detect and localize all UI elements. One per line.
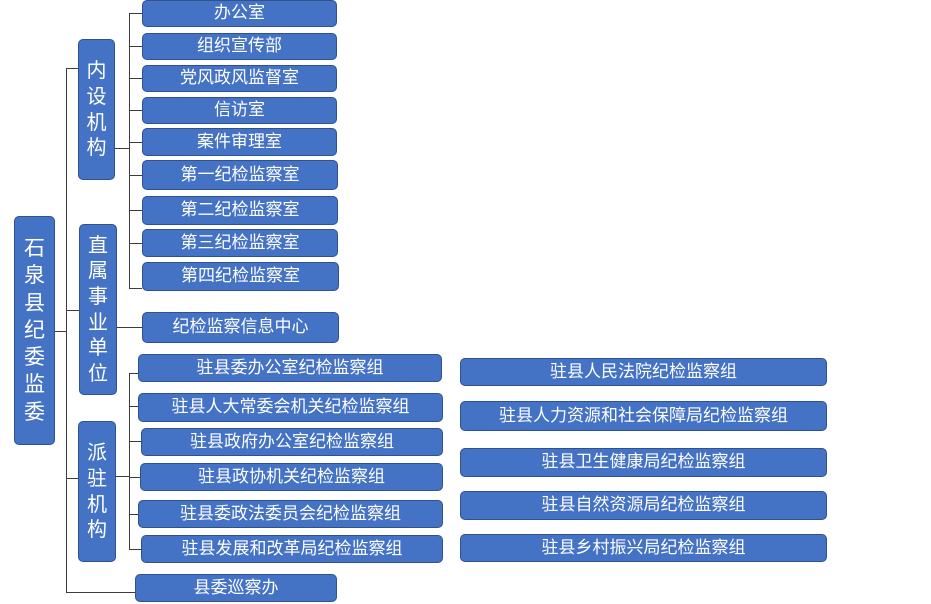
stationed-branch-tick [129,477,140,478]
stationed-branch-tick [129,406,138,407]
vertical-label-char: 事 [88,283,108,308]
root-node: 石泉县纪委监委 [14,216,55,445]
stationed-group-box: 驻县人力资源和社会保障局纪检监察组 [460,401,827,431]
category-internal: 内设机构 [78,39,115,180]
stationed-group-box: 驻县卫生健康局纪检监察组 [460,448,827,477]
category-direct: 直属事业单位 [79,224,117,395]
root-trunk-line [66,68,67,593]
stationed-branch-tick [129,549,141,550]
vertical-label-char: 构 [86,135,107,160]
vertical-label-char: 内 [86,58,107,83]
direct-to-info-center-line [117,327,142,328]
vertical-label-char: 直 [88,232,108,257]
vertical-label-char: 机 [87,491,107,516]
stationed-group-box: 驻县发展和改革局纪检监察组 [141,535,443,563]
vertical-label-char: 泉 [24,263,45,288]
stationed-group-box: 驻县政协机关纪检监察组 [140,463,443,491]
internal-branch-tick [129,288,142,289]
internal-branch-tick [129,110,142,111]
internal-unit-box: 党风政风监督室 [142,65,337,92]
vertical-label-char: 委 [24,345,45,370]
internal-branch-tick [129,46,142,47]
stationed-branch-tick [129,373,138,374]
vertical-label-char: 构 [87,517,107,542]
stationed-branch-tick [129,441,141,442]
stationed-group-box: 驻县委政法委员会纪检监察组 [138,500,443,528]
internal-branch-tick [129,78,142,79]
internal-unit-box: 案件审理室 [142,128,337,156]
vertical-label-char: 驻 [87,465,107,490]
internal-unit-box: 组织宣传部 [142,33,337,60]
direct-unit-box: 纪检监察信息中心 [142,312,339,343]
internal-branch-tick [129,175,142,176]
internal-unit-box: 第二纪检监察室 [142,196,338,225]
root-stub-line [55,331,67,332]
internal-bracket-line [129,13,130,288]
vertical-label-char: 属 [88,258,108,283]
trunk-to-direct-line [66,310,79,311]
stationed-group-box: 驻县自然资源局纪检监察组 [460,491,827,520]
stationed-group-box: 驻县人民法院纪检监察组 [460,358,827,386]
stationed-group-box: 驻县委办公室纪检监察组 [138,354,442,382]
vertical-label-char: 设 [86,83,107,108]
vertical-label-char: 石 [24,235,45,260]
vertical-label-char: 委 [24,399,45,424]
trunk-to-patrol-line [66,592,135,593]
stationed-stub-line [116,476,129,477]
internal-unit-box: 第四纪检监察室 [142,262,339,291]
vertical-label-char: 单 [88,335,108,360]
internal-branch-tick [129,13,142,14]
vertical-label-char: 纪 [24,317,45,342]
vertical-label-char: 位 [88,360,108,385]
stationed-branch-tick [129,514,138,515]
internal-stub-line [115,148,129,149]
internal-branch-tick [129,142,142,143]
internal-unit-box: 信访室 [142,97,337,124]
patrol-office-box: 县委巡察办 [135,574,337,602]
vertical-label-char: 派 [87,440,107,465]
stationed-group-box: 驻县政府办公室纪检监察组 [141,428,443,456]
internal-unit-box: 第一纪检监察室 [142,160,338,190]
internal-branch-tick [129,243,142,244]
vertical-label-char: 监 [24,372,45,397]
vertical-label-char: 机 [86,109,107,134]
internal-unit-box: 第三纪检监察室 [142,229,338,257]
stationed-group-box: 驻县人大常委会机关纪检监察组 [138,393,443,422]
internal-unit-box: 办公室 [142,0,337,27]
vertical-label-char: 县 [24,290,45,315]
category-stationed: 派驻机构 [78,421,116,562]
internal-branch-tick [129,210,142,211]
vertical-label-char: 业 [88,309,108,334]
trunk-to-stationed-line [66,478,78,479]
stationed-bracket-line [129,373,130,549]
trunk-to-internal-line [66,68,78,69]
stationed-group-box: 驻县乡村振兴局纪检监察组 [460,534,827,562]
